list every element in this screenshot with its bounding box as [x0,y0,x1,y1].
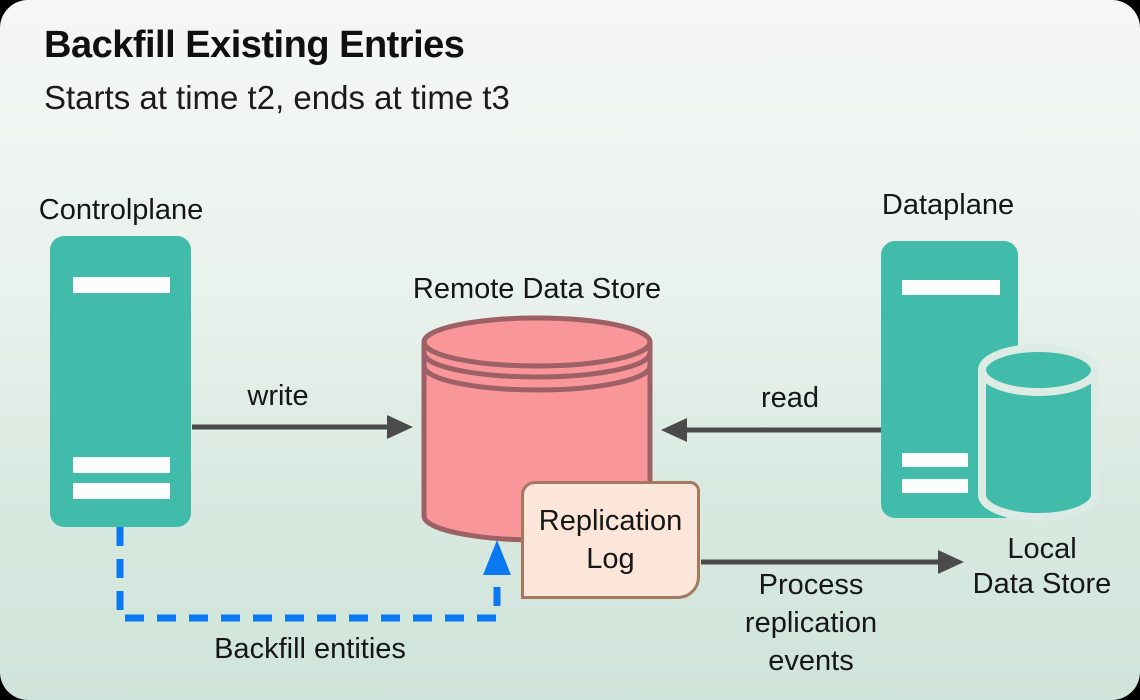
process-edge-label-line1: Process [758,569,864,601]
write-arrowhead-icon [387,415,413,439]
replication-log-node: Replication Log [521,481,700,599]
process-arrowhead-icon [938,550,964,574]
local-data-store-label: Local Data Store [973,532,1112,602]
remote-cylinder-ring-2 [421,365,653,393]
local-cylinder-top [978,344,1099,396]
read-arrow [661,418,881,442]
controlplane-server-slot-bottom-1 [73,457,170,473]
controlplane-server-shape [50,236,191,527]
controlplane-server-body [50,236,191,527]
write-arrow [192,415,413,439]
process-edge-label: Process replication events [745,566,877,680]
dataplane-server-slot-bottom-1 [902,453,968,467]
read-edge-label: read [760,382,820,414]
replication-log-label-line1: Replication [538,505,683,537]
dataplane-server-slot-top [902,280,1000,295]
local-data-store-cylinder [978,344,1099,521]
local-cylinder-body [978,370,1099,521]
local-data-store-label-line2: Data Store [972,568,1112,600]
backfill-dashed-line [116,527,501,622]
backfill-arrowhead-icon [483,540,511,575]
controlplane-label: Controlplane [38,194,204,226]
write-edge-label: write [247,380,309,412]
page-subtitle: Starts at time t2, ends at time t3 [44,79,510,116]
remote-cylinder-ring-1 [421,352,653,380]
replication-log-label-line2: Log [586,543,635,575]
remote-data-store-label: Remote Data Store [412,273,662,305]
dataplane-server-slot-bottom-2 [902,479,968,493]
controlplane-server-slot-bottom-2 [73,483,170,499]
dataplane-label: Dataplane [881,189,1015,221]
process-edge-label-line2: replication [744,607,878,639]
backfill-connector [116,527,511,622]
local-data-store-label-line1: Local [1007,533,1077,565]
controlplane-server-slot-top [73,277,170,293]
remote-cylinder-top [421,315,653,369]
backfill-edge-label: Backfill entities [214,633,406,665]
page-title: Backfill Existing Entries [44,24,465,66]
read-arrowhead-icon [661,418,687,442]
process-edge-label-line3: events [768,645,854,677]
process-arrow [701,550,964,574]
